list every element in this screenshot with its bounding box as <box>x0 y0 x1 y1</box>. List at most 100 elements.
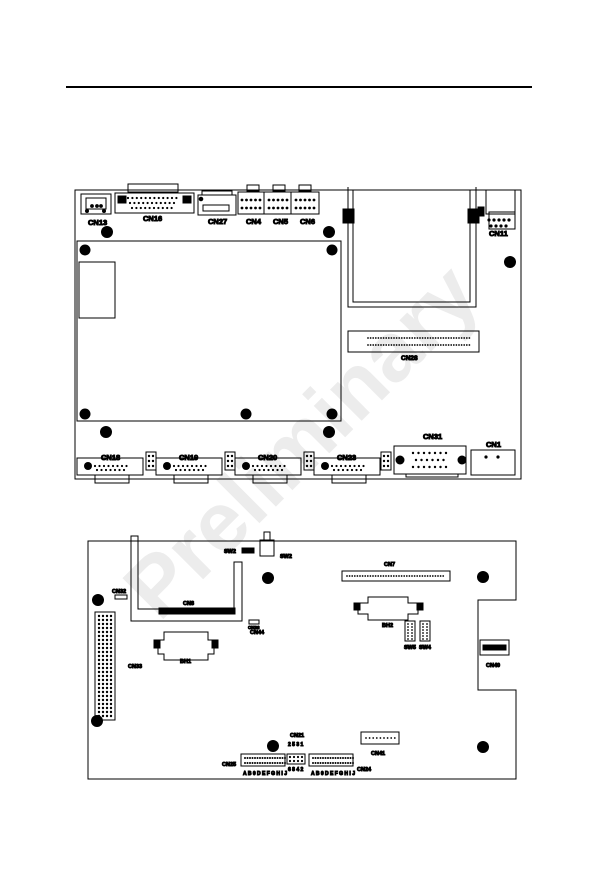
pin-dot <box>258 468 261 472</box>
audio-jack-block <box>237 184 320 215</box>
pin-dot <box>272 206 275 210</box>
bh1-battery-holder <box>157 631 215 661</box>
mounting-hole <box>267 740 279 752</box>
pin-dot <box>422 635 424 637</box>
pin-dot <box>458 344 460 346</box>
pin-dot <box>398 344 401 346</box>
pin-dot <box>181 464 185 468</box>
cn4-label: CN4 <box>246 217 262 226</box>
pin-dot <box>368 737 371 739</box>
top-jumper-blocks <box>145 451 392 471</box>
pin-dot <box>147 454 151 458</box>
jumper-block <box>380 451 392 471</box>
pin-dot <box>151 454 155 458</box>
pin-dot <box>116 464 119 468</box>
pin-dot <box>109 714 113 718</box>
pin-dot <box>494 224 498 228</box>
cpu-module-area <box>76 240 342 422</box>
cn24-pin-labels: A B 0 D E F G H I J <box>311 771 355 777</box>
pin-dot <box>374 344 377 346</box>
pin-dot <box>309 459 313 463</box>
pin-dot <box>407 623 409 625</box>
pin-dot <box>240 198 244 202</box>
pin-dot <box>312 762 314 764</box>
cn32-connector <box>114 594 128 600</box>
pin-dot <box>197 468 200 472</box>
cn21-pins-top: 2 5 3 1 <box>288 742 304 748</box>
pin-dot <box>393 344 395 346</box>
pin-dot <box>101 666 105 670</box>
cn33-label: CN33 <box>128 664 142 670</box>
pin-dot <box>489 224 493 228</box>
pin-dot <box>105 626 109 630</box>
pin-dot <box>369 344 372 346</box>
pin-dot <box>377 344 380 346</box>
pin-dot <box>148 196 152 200</box>
pin-dot <box>104 468 108 472</box>
pin-dot <box>97 710 101 714</box>
pin-dot <box>437 575 439 577</box>
mounting-hole <box>326 244 338 256</box>
pin-dot <box>170 206 173 210</box>
pin-dot <box>411 465 415 469</box>
jumper-block <box>303 451 315 471</box>
pin-dot <box>421 337 424 339</box>
pin-dot <box>496 455 500 459</box>
pin-dot <box>253 468 257 472</box>
pin-dot <box>109 670 113 674</box>
pin-dot <box>352 762 354 764</box>
pin-dot <box>300 755 304 759</box>
pin-dot <box>159 201 162 205</box>
pin-dot <box>337 762 339 764</box>
pin-dot <box>265 464 268 468</box>
pin-dot <box>442 575 445 577</box>
cn5-label: CN5 <box>273 217 288 226</box>
pin-dot <box>416 575 419 577</box>
top-pin-dots <box>93 196 511 472</box>
pin-dot <box>314 757 317 759</box>
bh2-label: BH2 <box>382 623 393 629</box>
sw5-sw4-switches <box>404 620 431 642</box>
pin-dot <box>105 690 109 694</box>
pin-dot <box>271 468 275 472</box>
pin-dot <box>97 706 101 710</box>
pin-dot <box>97 654 101 658</box>
pin-dot <box>349 762 352 764</box>
pin-dot <box>314 762 317 764</box>
pin-dot <box>256 762 259 764</box>
pin-dot <box>101 690 105 694</box>
pin-dot <box>271 757 274 759</box>
pin-dot <box>383 737 385 739</box>
pin-dot <box>113 468 117 472</box>
pin-dot <box>195 464 198 468</box>
pin-dot <box>109 646 113 650</box>
pin-dot <box>411 629 413 631</box>
cn41-label: CN41 <box>371 751 385 757</box>
pin-dot <box>380 344 382 346</box>
cn13-label: CN13 <box>88 218 107 227</box>
pin-dot <box>97 618 101 622</box>
pin-dot <box>504 224 508 228</box>
pin-dot <box>95 468 99 472</box>
pin-dot <box>305 454 309 458</box>
bh2-battery-holder <box>357 596 419 621</box>
pin-dot <box>244 762 246 764</box>
pin-dot <box>387 575 390 577</box>
pin-dot <box>426 575 429 577</box>
pin-dot <box>426 629 428 631</box>
pin-dot <box>433 465 437 469</box>
pin-dot <box>97 622 101 626</box>
pin-dot <box>251 762 254 764</box>
pin-dot <box>390 337 393 339</box>
pin-dot <box>420 458 423 462</box>
pin-dot <box>296 755 300 759</box>
pin-dot <box>502 218 506 222</box>
pin-dot <box>125 464 128 468</box>
pin-dot <box>101 682 105 686</box>
pin-dot <box>230 454 234 458</box>
pin-dot <box>109 690 113 694</box>
pin-dot <box>105 682 109 686</box>
pin-dot <box>97 626 101 630</box>
pin-dot <box>139 206 142 210</box>
pin-dot <box>382 459 386 463</box>
